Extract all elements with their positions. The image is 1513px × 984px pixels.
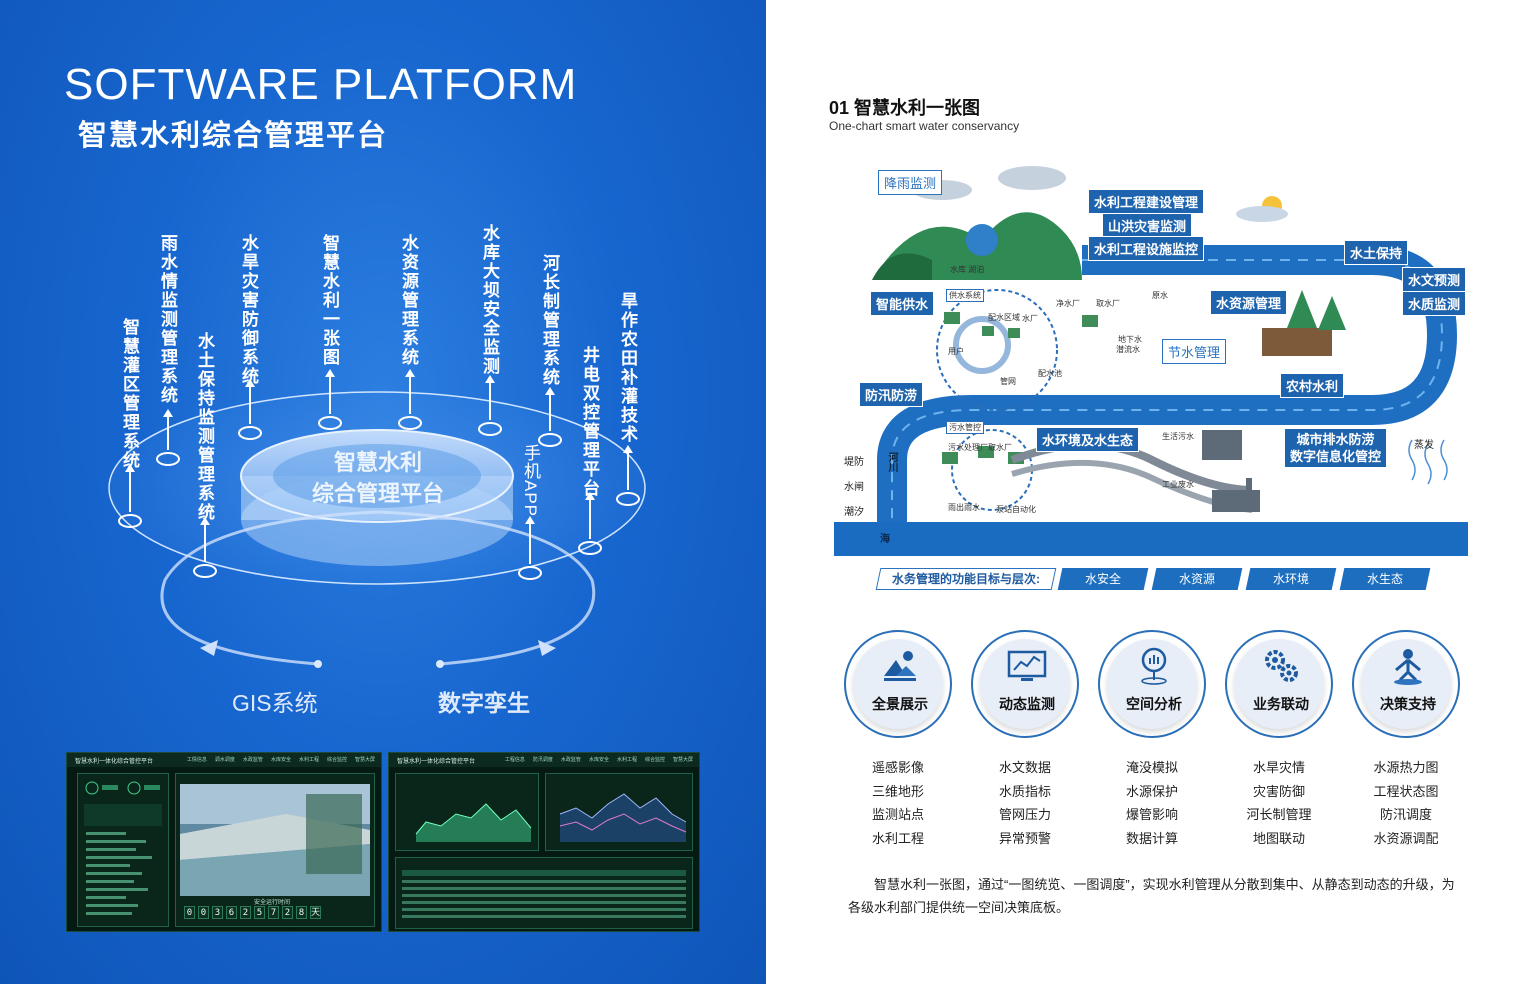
feature-decision: 决策支持 [1352,630,1460,738]
title-cn: 智慧水利综合管理平台 [78,120,389,152]
dashboard-nav: 工程信息防汛调度水政监管水库安全水利工程综合监控智慧大屏 [504,757,693,763]
map-label: 地下水 [1118,335,1142,344]
map-label: 原水 [1152,291,1168,300]
map-label: 潮汐 [844,507,864,518]
tag-quality: 水质监测 [1402,291,1467,316]
feature-list: 水旱灾情灾害防御河长制管理地图联动 [1246,760,1312,846]
dashboard-title: 智慧水利一体化综合管控平台 [67,753,381,767]
feature-list: 水文数据水质指标管网压力异常预警 [998,760,1051,846]
feature-list: 水源热力图工程状态图防汛调度水资源调配 [1373,760,1439,846]
tag-rain: 降雨监测 [878,170,943,195]
software-platform-panel: SOFTWARE PLATFORM 智慧水利综合管理平台 智慧灌区管理系统 雨水… [0,0,766,984]
gears-icon [1265,650,1298,682]
map-label: 工业废水 [1162,480,1194,489]
map-label: 河川 [886,452,897,472]
map-label: 泵站自动化 [996,505,1036,514]
map-label: 水厂 [1022,314,1038,323]
goal-item: 水环境 [1245,568,1337,590]
dashboard-nav: 工情信息调水调度水政监管水库安全水利工程综合监控智慧大屏 [186,757,375,763]
title-en: SOFTWARE PLATFORM [64,60,578,109]
tag-flood: 防汛防涝 [859,382,924,407]
system-label: 河长制管理系统 [540,254,559,387]
map-label: 水库 湖泊 [950,265,985,274]
area-chart-panel [395,773,539,851]
tag-supply: 智能供水 [870,291,935,316]
one-map-panel: 01 智慧水利一张图 One-chart smart water conserv… [766,0,1513,984]
map-label: 用户 [948,347,964,356]
map-label: 堤防 [844,457,864,468]
gis-label: GIS系统 [232,690,318,716]
goals-label: 水务管理的功能目标与层次: [875,568,1057,590]
map-label: 潜流水 [1116,345,1140,354]
tag-env: 水环境及水生态 [1036,427,1140,452]
tag-resource: 水资源管理 [1210,290,1288,315]
system-label: 井电双控管理平台 [580,346,599,498]
feature-spatial: 空间分析 [1098,630,1206,738]
feature-list: 遥感影像三维地形监测站点水利工程 [871,760,924,846]
sea [834,522,1468,556]
tag-saving: 节水管理 [1162,339,1227,364]
dashboard-screenshot-2: 智慧水利一体化综合管控平台 工程信息防汛调度水政监管水库安全水利工程综合监控智慧… [388,752,700,932]
map-label: 雨出雨水 [948,503,980,512]
tag-urban: 城市排水防涝数字信息化管控 [1284,428,1388,468]
digital-twin-label: 数字孪生 [438,690,530,716]
platform-center-label: 智慧水利 综合管理平台 [311,450,444,506]
feature-panorama: 全景展示 [844,630,952,738]
system-label: 水资源管理系统 [399,234,418,367]
map-label: 净水厂 [1056,299,1080,308]
decision-person-icon [1394,649,1422,685]
map-label: 海 [880,534,890,545]
uptime-label: 安全运行时间 [254,900,291,906]
data-table-panel [395,857,693,929]
goal-item: 水生态 [1339,568,1431,590]
tag-soil: 水土保持 [1344,240,1409,265]
map-label: 蒸发 [1414,440,1434,451]
feature-monitoring: 动态监测 [971,630,1079,738]
map-label: 供水系统 [946,289,984,302]
description-paragraph: 智慧水利一张图，通过“一图统览、一图调度”，实现水利管理从分散到集中、从静态到动… [848,877,1455,915]
map-label: 配水区域 [988,313,1020,322]
map-label: 取水厂 [1096,299,1120,308]
tag-rural: 农村水利 [1280,373,1345,398]
map-label: 配水池 [1038,369,1062,378]
feature-business: 业务联动 [1225,630,1333,738]
goal-item: 水安全 [1057,568,1149,590]
tag-hydro-forecast: 水文预测 [1402,267,1467,292]
map-label: 水闸 [844,482,864,493]
feature-list: 淹没模拟水源保护爆管影响数据计算 [1125,760,1178,846]
tag-facility: 水利工程设施监控 [1088,236,1205,261]
map-label: 污水处理厂 [948,443,988,452]
system-label: 智慧灌区管理系统 [120,318,139,470]
system-label: 雨水情监测管理系统 [158,234,177,405]
map-pin-analysis-icon [1141,647,1167,685]
dashboard-title: 智慧水利一体化综合管控平台 [389,753,699,767]
map-label: 取水厂 [988,443,1012,452]
section-subtitle: One-chart smart water conservancy [829,119,1020,133]
tag-flood-mountain: 山洪灾害监测 [1102,213,1193,238]
info-panel [77,773,169,927]
monitor-chart-icon [1007,650,1047,681]
system-label: 水土保持监测管理系统 [195,332,214,522]
section-title: 01 智慧水利一张图 [829,98,981,118]
system-label: 水库大坝安全监测 [480,224,499,376]
map-label: 污水管控 [946,421,984,434]
tag-build: 水利工程建设管理 [1088,189,1205,214]
map-label: 管网 [1000,377,1016,386]
system-label: 水旱灾害防御系统 [239,234,258,386]
goal-item: 水资源 [1151,568,1243,590]
loop-arrow [160,510,596,666]
dashboard-screenshot-1: 智慧水利一体化综合管控平台 工情信息调水调度水政监管水库安全水利工程综合监控智慧… [66,752,382,932]
platform-diagram [108,391,646,668]
line-chart-panel [545,773,693,851]
map-label: 生活污水 [1162,432,1194,441]
system-label: 智慧水利一张图 [320,234,339,367]
system-label: 旱作农田补灌技术 [618,292,637,444]
landscape-icon [884,651,916,681]
mobile-app-label: 手机APP [521,444,540,518]
